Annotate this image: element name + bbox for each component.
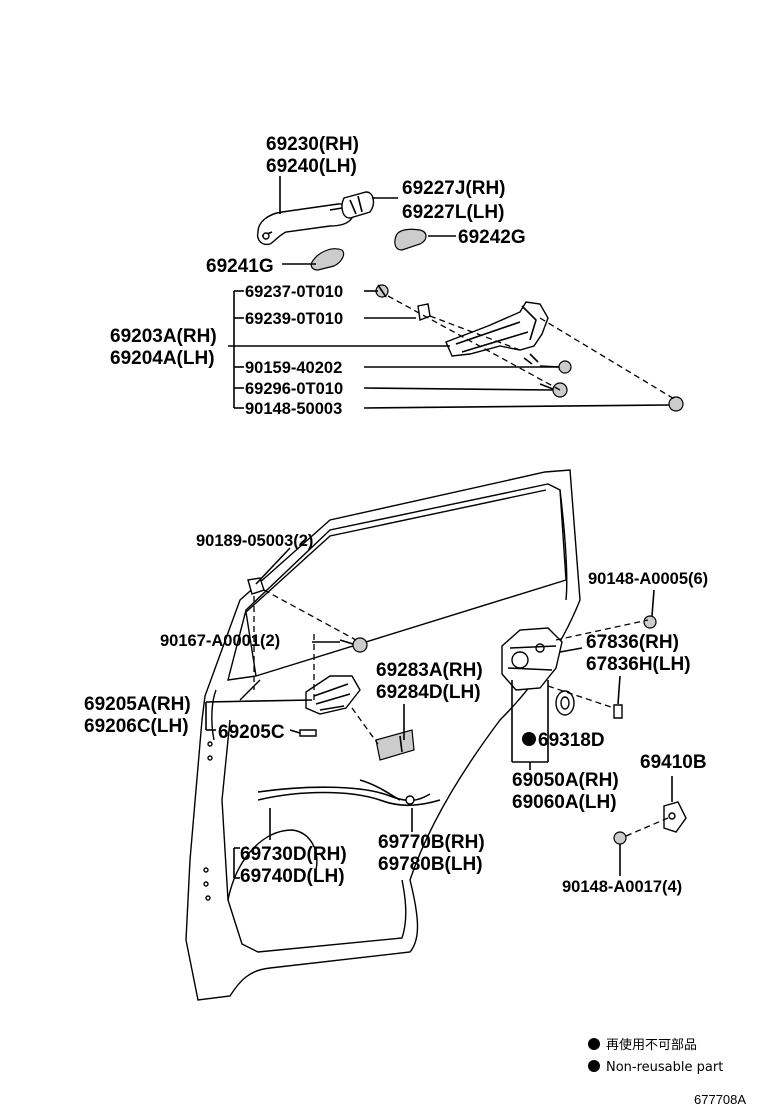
label-90148-a0005: 90148-A0005(6) <box>588 570 708 588</box>
bumper-67836 <box>613 704 623 719</box>
label-69227j: 69227J(RH) <box>402 178 506 199</box>
label-69237: 69237-0T010 <box>245 283 343 301</box>
legend-english: Non-reusable part <box>606 1060 723 1075</box>
label-69203a: 69203A(RH) <box>110 326 217 347</box>
clip-69237 <box>375 284 389 298</box>
label-69242g: 69242G <box>458 227 526 248</box>
label-69204a: 69204A(LH) <box>110 348 215 369</box>
label-69740d: 69740D(LH) <box>240 866 345 887</box>
lock-cables <box>257 779 441 807</box>
label-69318d: 69318D <box>538 730 605 751</box>
label-69780b: 69780B(LH) <box>378 854 483 875</box>
figure-code: 677708A <box>694 1092 746 1107</box>
label-69284d: 69284D(LH) <box>376 682 481 703</box>
legend-dot-icon <box>588 1060 600 1072</box>
outside-handle <box>256 203 354 246</box>
label-90148-50003: 90148-50003 <box>245 400 342 418</box>
label-69206c: 69206C(LH) <box>84 716 189 737</box>
label-69060a: 69060A(LH) <box>512 792 617 813</box>
label-69205c: 69205C <box>218 722 285 743</box>
inside-handle <box>305 675 361 715</box>
bolt-90148-50003 <box>668 396 684 412</box>
pin-69205c <box>299 729 317 737</box>
label-69227l: 69227L(LH) <box>402 202 504 223</box>
legend-dot-icon <box>588 1038 600 1050</box>
label-67836h: 67836H(LH) <box>586 654 691 675</box>
bolt-90148-a0017 <box>613 831 627 845</box>
label-90148-a0017: 90148-A0017(4) <box>562 878 682 896</box>
label-69230: 69230(RH) <box>266 134 359 155</box>
seal-69318d <box>555 690 575 716</box>
door-lock-assembly <box>501 627 563 691</box>
label-90167: 90167-A0001(2) <box>160 632 280 650</box>
label-69205a: 69205A(RH) <box>84 694 191 715</box>
label-69240: 69240(LH) <box>266 156 357 177</box>
handle-cover <box>341 191 375 219</box>
bolt-90148-a0005 <box>643 615 657 629</box>
legend-japanese: 再使用不可部品 <box>606 1037 697 1053</box>
label-69283a: 69283A(RH) <box>376 660 483 681</box>
label-90189: 90189-05003(2) <box>196 532 313 550</box>
part-69241g-pad <box>310 248 345 271</box>
label-69730d: 69730D(RH) <box>240 844 347 865</box>
label-69241g: 69241G <box>206 256 274 277</box>
label-90159: 90159-40202 <box>245 359 342 377</box>
label-69770b: 69770B(RH) <box>378 832 485 853</box>
label-67836: 67836(RH) <box>586 632 679 653</box>
label-69239: 69239-0T010 <box>245 310 343 328</box>
label-69050a: 69050A(RH) <box>512 770 619 791</box>
striker-69410b <box>663 801 687 833</box>
handle-frame-assembly <box>445 301 549 365</box>
label-69296: 69296-0T010 <box>245 380 343 398</box>
bezel-69283a <box>375 729 415 761</box>
non-reusable-dot-icon <box>522 732 536 746</box>
part-69242g-pad <box>394 228 427 251</box>
bolt-90167 <box>339 637 368 653</box>
label-69410b: 69410B <box>640 752 707 773</box>
